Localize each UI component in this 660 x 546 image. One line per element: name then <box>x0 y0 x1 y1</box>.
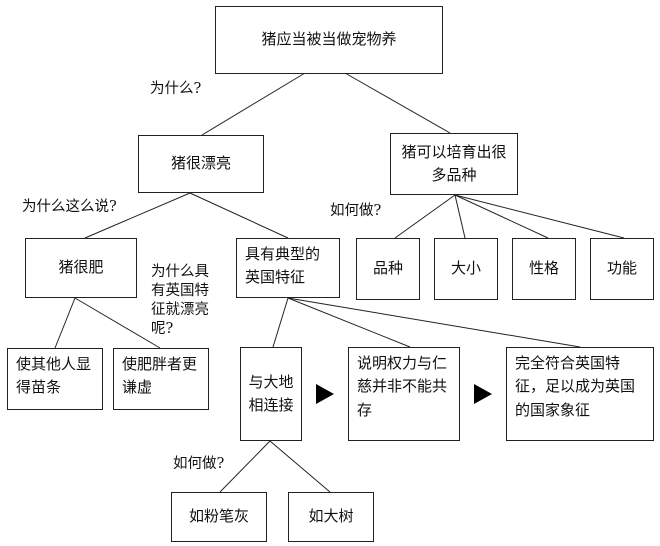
node-like-tree: 如大树 <box>288 492 374 542</box>
connector-breed-size <box>454 194 466 239</box>
node-british-traits: 具有典型的英国特征 <box>236 238 340 298</box>
connector-earth-chalk <box>219 440 271 493</box>
question-why-say-so: 为什么这么说? <box>22 199 117 215</box>
node-others-look-slim: 使其他人显得苗条 <box>7 348 103 410</box>
node-like-chalk: 如粉笔灰 <box>171 492 267 542</box>
arrow-right-icon <box>474 384 492 404</box>
node-fat-more-humble: 使肥胖者更谦虚 <box>113 348 209 410</box>
connector-traits-earth <box>272 297 289 348</box>
node-many-breeds: 猪可以培育出很多品种 <box>390 133 518 195</box>
connector-breed-variety <box>394 194 456 239</box>
connector-root-breed <box>344 72 451 134</box>
connector-pretty-fat <box>84 192 191 239</box>
connector-earth-tree <box>269 440 331 493</box>
connector-fat-humble <box>74 297 161 349</box>
node-variety: 品种 <box>356 238 420 300</box>
question-why-traits-pretty: 为什么具有英国特征就漂亮呢? <box>151 264 209 337</box>
node-function: 功能 <box>590 238 654 300</box>
question-how-breeds: 如何做? <box>330 203 382 219</box>
node-pigs-pretty: 猪很漂亮 <box>138 135 264 193</box>
node-power-mercy: 说明权力与仁慈并非不能共存 <box>348 347 460 441</box>
node-temperament: 性格 <box>512 238 576 300</box>
connector-breed-temperament <box>454 194 549 239</box>
connector-pretty-traits <box>189 192 289 239</box>
connector-traits-britain <box>287 297 581 348</box>
connector-root-pretty <box>201 72 306 136</box>
node-connect-earth: 与大地相连接 <box>240 347 302 441</box>
arrow-right-icon <box>316 384 334 404</box>
connector-breed-function <box>454 194 625 239</box>
node-size: 大小 <box>434 238 498 300</box>
question-how-earth: 如何做? <box>173 456 225 472</box>
node-national-symbol: 完全符合英国特征，足以成为英国的国家象征 <box>506 347 654 441</box>
connector-fat-slim <box>54 297 76 349</box>
node-root: 猪应当被当做宠物养 <box>215 6 443 74</box>
question-why-root: 为什么? <box>150 81 202 97</box>
node-pigs-fat: 猪很肥 <box>25 238 137 298</box>
connector-traits-power <box>287 297 411 348</box>
